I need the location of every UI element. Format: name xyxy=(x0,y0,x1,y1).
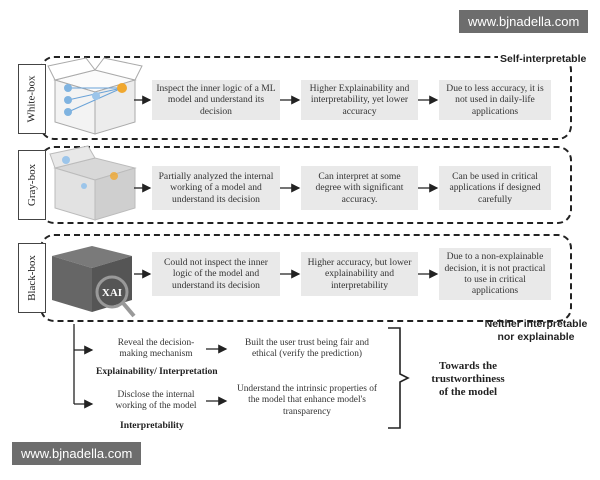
towards-line1: Towards the xyxy=(439,360,497,372)
black-box-step-3: Due to a non-explainable decision, it is… xyxy=(439,248,551,300)
row-label-gray-box: Gray-box xyxy=(18,150,46,220)
interp-left-text: Disclose the internal working of the mod… xyxy=(115,390,197,412)
white-box-icon xyxy=(47,57,143,135)
gray-box-icon xyxy=(49,145,137,221)
explainability-title: Explainability/ Interpretation xyxy=(96,366,218,377)
interp-right-text: Understand the intrinsic properties of t… xyxy=(236,384,378,417)
explain-right-text: Built the user trust being fair and ethi… xyxy=(245,338,369,360)
interpretability-title: Interpretability xyxy=(120,420,184,431)
self-interpretable-label: Self-interpretable xyxy=(498,53,589,67)
towards-line2: trustworthiness xyxy=(431,373,505,385)
towards-line3: of the model xyxy=(438,386,498,398)
xai-label: XAI xyxy=(102,287,122,299)
row-arrows xyxy=(134,95,439,279)
black-box-icon xyxy=(52,246,136,318)
neither-label-line1: Neither interpretable xyxy=(484,318,588,330)
row-label-black-box: Black-box xyxy=(18,243,46,313)
neither-label-line2: nor explainable xyxy=(497,331,575,343)
black-box-step-2: Higher accuracy, but lower explainabilit… xyxy=(301,252,418,296)
lower-connectors xyxy=(73,324,410,429)
watermark-bottom: www.bjnadella.com xyxy=(12,442,142,465)
white-box-step-3: Due to less accuracy, it is not used in … xyxy=(439,80,551,120)
white-box-step-2: Higher Explainability and interpretabili… xyxy=(301,80,418,120)
black-box-step-1: Could not inspect the inner logic of the… xyxy=(152,252,280,296)
white-box-step-1: Inspect the inner logic of a ML model an… xyxy=(152,80,280,120)
gray-box-step-1: Partially analyzed the internal working … xyxy=(152,166,280,210)
gray-box-step-2: Can interpret at some degree with signif… xyxy=(301,166,418,210)
watermark-top: www.bjnadella.com xyxy=(459,10,589,33)
explain-left-text: Reveal the decision-making mechanism xyxy=(117,338,195,360)
row-label-white-box: White-box xyxy=(18,64,46,134)
gray-box-step-3: Can be used in critical applications if … xyxy=(439,166,551,210)
